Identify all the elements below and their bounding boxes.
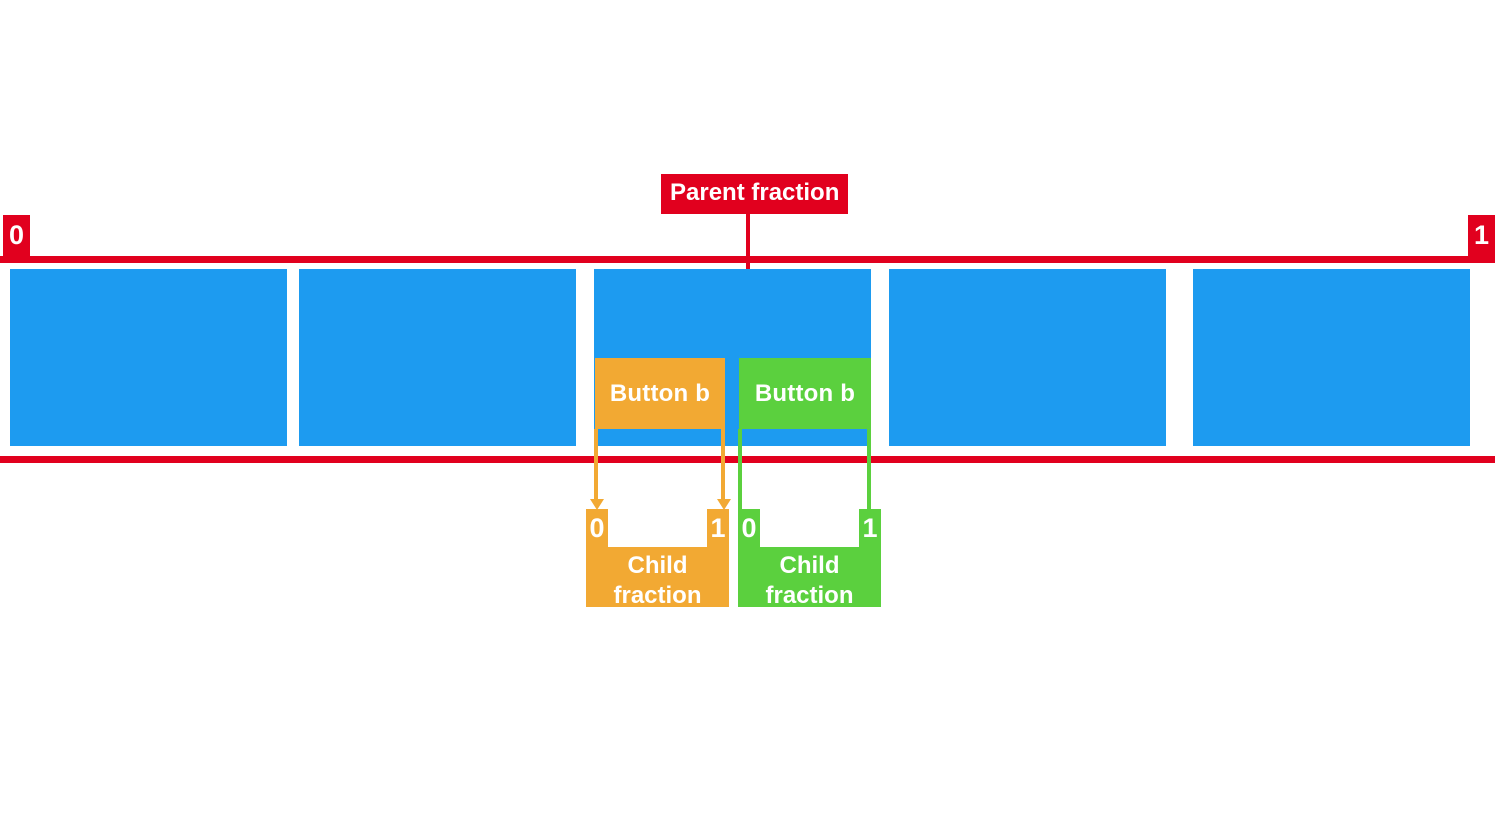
box-1[interactable]	[10, 269, 287, 446]
green-guide-line-start	[738, 429, 742, 509]
child-fraction-green-start-label: 0	[738, 509, 760, 547]
button-b-orange-label: Button b	[609, 379, 711, 407]
button-b-green[interactable]: Button b	[739, 358, 871, 429]
green-guide-line-end	[867, 429, 871, 509]
child-fraction-orange-start-label: 0	[586, 509, 608, 547]
button-b-green-label: Button b	[754, 379, 856, 407]
child-fraction-green-caption-line2: fraction	[765, 582, 854, 609]
orange-guide-line-end	[721, 429, 725, 505]
parent-axis-top-line	[0, 256, 1495, 263]
orange-guide-line-start	[594, 429, 598, 505]
child-fraction-green: 0 1 Child fraction	[738, 509, 881, 609]
orange-arrow-start-icon	[590, 499, 604, 510]
parent-axis-end-label: 1	[1468, 215, 1495, 258]
box-5[interactable]	[1193, 269, 1470, 446]
child-fraction-orange-end-label: 1	[707, 509, 729, 547]
child-fraction-orange-body: Child fraction	[586, 547, 729, 609]
box-4[interactable]	[889, 269, 1166, 446]
child-fraction-orange: 0 1 Child fraction	[586, 509, 729, 609]
child-fraction-green-end-label: 1	[859, 509, 881, 547]
box-2[interactable]	[299, 269, 576, 446]
child-fraction-orange-caption-line1: Child	[627, 552, 688, 579]
child-fraction-green-caption: Child fraction	[738, 547, 881, 611]
parent-fraction-label: Parent fraction	[661, 174, 849, 214]
parent-fraction-leader-line	[746, 211, 750, 271]
parent-axis-start-label: 0	[3, 215, 31, 258]
parent-axis-bottom-line	[0, 456, 1495, 463]
child-fraction-green-caption-line1: Child	[779, 552, 840, 579]
orange-arrow-end-icon	[717, 499, 731, 510]
child-fraction-green-body: Child fraction	[738, 547, 881, 609]
button-b-orange[interactable]: Button b	[595, 358, 725, 429]
child-fraction-orange-caption: Child fraction	[586, 547, 729, 611]
child-fraction-orange-caption-line2: fraction	[613, 582, 702, 609]
